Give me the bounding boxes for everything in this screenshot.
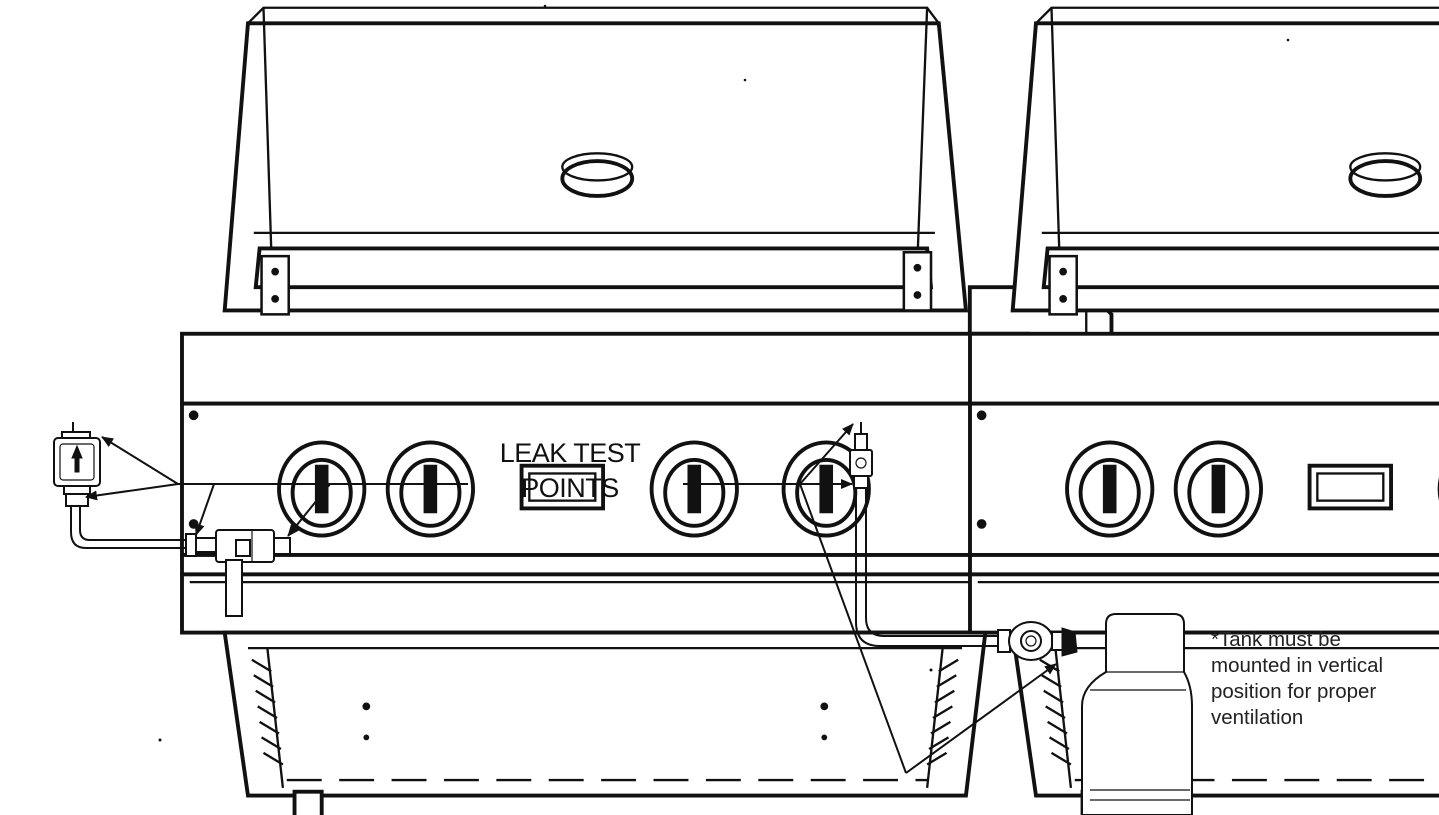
tank-orientation-note: *Tank must be mounted in vertical positi… <box>1211 627 1439 731</box>
propane-tank <box>1081 613 1193 815</box>
tank-note-line-3: position for proper <box>1211 680 1377 703</box>
tank-note-line-1: *Tank must be <box>1211 628 1341 651</box>
leak-test-points-label: LEAK TEST POINTS <box>470 436 670 506</box>
gas-hose-right <box>855 488 1000 647</box>
tank-note-line-2: mounted in vertical <box>1211 654 1384 677</box>
regulator-left <box>53 422 101 507</box>
tank-note-line-4: ventilation <box>1211 706 1304 729</box>
inline-fitting-right <box>849 422 873 489</box>
leak-test-line-1: LEAK TEST <box>499 438 641 468</box>
leader-lines-left <box>85 436 468 537</box>
tank-regulator-right <box>997 621 1078 661</box>
shutoff-valve-left <box>185 529 291 617</box>
gas-line-left <box>70 506 190 549</box>
leader-lines-right <box>683 423 1057 774</box>
leak-test-line-2: POINTS <box>521 473 619 503</box>
